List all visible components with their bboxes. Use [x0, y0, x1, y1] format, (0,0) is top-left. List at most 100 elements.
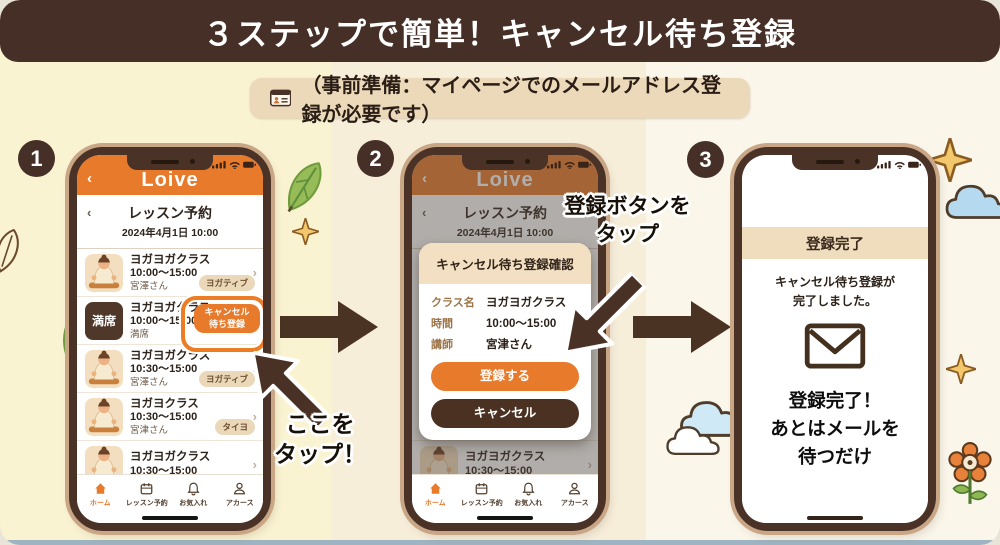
home-indicator: [807, 516, 863, 520]
chevron-right-icon: ›: [252, 457, 257, 472]
yoga-avatar: [85, 349, 123, 388]
preparation-text: （事前準備：マイページでのメールアドレス登録が必要です）: [301, 75, 722, 126]
class-time: 10:30～15:00: [130, 362, 198, 375]
class-title: ヨガヨガクラス: [465, 451, 546, 464]
chevron-right-icon: ›: [587, 457, 592, 472]
back-chevron-icon[interactable]: ‹: [422, 205, 427, 220]
modal-label: 講師: [431, 339, 453, 351]
cancel-button[interactable]: キャンセル: [431, 399, 579, 428]
status-bar-icons: [877, 159, 921, 169]
user-icon: [567, 481, 582, 496]
class-teacher: 宮澤さん: [130, 376, 169, 388]
bottom-nav: ホーム レッスン予約 お気入れ アカース: [77, 474, 263, 514]
nav-account[interactable]: アカース: [217, 475, 264, 514]
nav-lesson-booking[interactable]: レッスン予約: [459, 475, 506, 514]
cancel-wait-confirm-modal: キャンセル待ち登録確認 クラス名 ヨガヨガクラス 時間 10:00～15:00 …: [419, 243, 591, 440]
leaf-outline-icon: [0, 224, 30, 278]
nav-home[interactable]: ホーム: [412, 475, 459, 514]
class-time: 10:30～15:00: [465, 464, 533, 477]
modal-value: ヨガヨガクラス: [486, 297, 567, 309]
nav-account[interactable]: アカース: [552, 475, 599, 514]
page-header: ‹ レッスン予約 2024年4月1日 10:00: [412, 195, 598, 249]
class-badge: ヨガティブ: [199, 275, 255, 291]
home-icon: [93, 481, 108, 496]
class-title: ヨガヨクラス: [130, 397, 199, 410]
completion-message: キャンセル待ち登録が 完了しました。: [774, 275, 895, 309]
sparkle-icon: [292, 218, 319, 245]
step-arrow-right: [280, 301, 378, 353]
green-leaf-icon: [271, 151, 337, 222]
class-time: 10:00～15:00: [130, 314, 198, 327]
chevron-right-icon: ›: [252, 265, 257, 280]
class-teacher: 宮津さん: [130, 424, 169, 436]
home-indicator: [142, 516, 198, 520]
phone-step3: 登録完了 キャンセル待ち登録が 完了しました。 登録完了！ あとはメールを 待つ…: [734, 147, 936, 531]
step-number-3: 3: [687, 141, 724, 178]
back-chevron-icon[interactable]: ‹: [422, 170, 427, 187]
calendar-icon: [474, 481, 489, 496]
lesson-row[interactable]: ヨガヨガクラス 10:30～15:00 宮澤さん › ヨガティブ: [77, 345, 263, 393]
bell-icon: [521, 481, 536, 496]
preparation-note: （事前準備：マイページでのメールアドレス登録が必要です）: [250, 75, 750, 126]
sparkle-icon: [946, 354, 976, 384]
id-card-icon: [270, 87, 291, 109]
lesson-row[interactable]: ヨガヨガクラス 10:00～15:00 宮澤さん › ヨガティブ: [77, 249, 263, 297]
step-number-1: 1: [18, 140, 55, 177]
calendar-icon: [139, 481, 154, 496]
flower-icon: [944, 442, 996, 508]
nav-favorites[interactable]: お気入れ: [505, 475, 552, 514]
app-logo: Loive: [476, 168, 534, 191]
bottom-nav: ホーム レッスン予約 お気入れ アカース: [412, 474, 598, 514]
class-title: ヨガヨガクラス: [130, 301, 211, 314]
class-time: 10:30～15:00: [130, 410, 198, 423]
tap-here-callout: ここを タップ！: [274, 411, 366, 467]
modal-title: キャンセル待ち登録確認: [419, 243, 591, 284]
registration-complete-band: 登録完了: [742, 227, 928, 259]
class-time: 10:30～15:00: [130, 464, 198, 477]
bottom-edge-strip: [0, 540, 1000, 545]
nav-favorites[interactable]: お気入れ: [170, 475, 217, 514]
back-chevron-icon[interactable]: ‹: [87, 205, 92, 220]
phone-notch: [127, 155, 213, 170]
class-title: ヨガヨガクラス: [130, 451, 211, 464]
cloud-icon: [664, 422, 722, 456]
full-label: 満席: [85, 301, 123, 340]
back-chevron-icon[interactable]: ‹: [87, 170, 92, 187]
header-banner: ３ステップで簡単！キャンセル待ち登録: [0, 0, 1000, 62]
app-logo: Loive: [141, 168, 199, 191]
lesson-row-full[interactable]: 満席 ヨガヨガクラス 10:00～15:00 満席 キャンセル 待ち登録: [77, 296, 263, 352]
class-title: ヨガヨガクラス: [130, 253, 211, 266]
modal-label: クラス名: [431, 297, 475, 309]
class-time: 10:00～15:00: [130, 266, 198, 279]
envelope-icon: [804, 323, 866, 369]
completion-headline: 登録完了！ あとはメールを 待つだけ: [770, 390, 900, 467]
lesson-date: 2024年4月1日 10:00: [121, 227, 219, 239]
yoga-avatar: [85, 253, 123, 292]
class-badge: ヨガティブ: [199, 371, 255, 387]
cancel-wait-button[interactable]: キャンセル 待ち登録: [194, 304, 260, 334]
status-bar-icons: [547, 159, 591, 169]
nav-lesson-booking[interactable]: レッスン予約: [124, 475, 171, 514]
phone-notch: [792, 155, 878, 170]
user-icon: [232, 481, 247, 496]
nav-home[interactable]: ホーム: [77, 475, 124, 514]
screen-title: レッスン予約: [463, 205, 547, 221]
register-button[interactable]: 登録する: [431, 362, 579, 391]
modal-label: 時間: [431, 318, 453, 330]
screen-title: レッスン予約: [128, 205, 212, 221]
status-bar-icons: [212, 159, 256, 169]
phone-step2: ‹ Loive ‹ レッスン予約 2024年4月1日 10:00 ヨガヨクラス …: [404, 147, 606, 531]
bell-icon: [186, 481, 201, 496]
home-icon: [428, 481, 443, 496]
page-title: ３ステップで簡単！キャンセル待ち登録: [203, 16, 797, 52]
chevron-right-icon: ›: [252, 409, 257, 424]
yoga-avatar: [85, 397, 123, 436]
modal-value: 10:00～15:00: [486, 318, 557, 330]
phone-notch: [462, 155, 548, 170]
class-teacher: 宮澤さん: [130, 280, 169, 292]
class-title: ヨガヨガクラス: [130, 349, 211, 362]
tap-register-callout: 登録ボタンを タップ: [564, 195, 691, 247]
class-status: 満席: [130, 328, 150, 340]
page-header: ‹ レッスン予約 2024年4月1日 10:00: [77, 195, 263, 249]
lesson-row[interactable]: ヨガヨクラス 10:30～15:00 宮津さん › タイヨ: [77, 393, 263, 441]
